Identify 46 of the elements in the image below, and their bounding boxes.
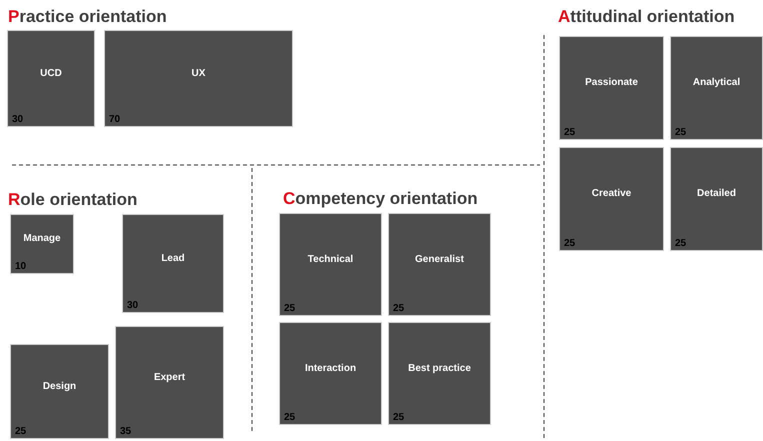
- tile-value: 25: [284, 303, 296, 314]
- section-heading: Role orientation: [8, 190, 138, 210]
- tile-label: Detailed: [697, 188, 736, 199]
- tile-value: 25: [675, 238, 686, 249]
- section-heading: Practice orientation: [8, 7, 167, 27]
- tile-label: Analytical: [692, 77, 740, 88]
- category-tile: [559, 147, 664, 251]
- tile-label: UCD: [40, 68, 62, 78]
- section-heading: Attitudinal orientation: [558, 7, 735, 27]
- tile-label: Technical: [308, 254, 354, 264]
- category-tile: [559, 36, 664, 140]
- tile-value: 25: [675, 127, 686, 138]
- tile-value: 25: [393, 303, 404, 314]
- section-heading: Competency orientation: [283, 189, 478, 209]
- category-tile: [115, 326, 224, 439]
- tile-value: 25: [15, 426, 26, 437]
- category-tile: [670, 147, 763, 251]
- tile-label: Creative: [592, 188, 632, 199]
- tile-label: Passionate: [585, 77, 638, 88]
- category-tile: [279, 213, 382, 316]
- category-tile: [388, 322, 491, 425]
- category-tile: [104, 30, 293, 127]
- tile-value: 25: [393, 412, 404, 423]
- category-tile: [7, 30, 95, 127]
- tile-label: Lead: [161, 252, 185, 264]
- tile-label: Interaction: [304, 362, 356, 374]
- tile-value: 25: [284, 412, 296, 423]
- category-tile: [10, 214, 74, 274]
- tile-value: 25: [564, 127, 576, 138]
- tile-value: 30: [12, 114, 24, 125]
- tile-label: Best practice: [408, 362, 471, 374]
- category-tile: [10, 344, 109, 439]
- tile-value: 10: [15, 261, 26, 272]
- tile-label: Expert: [154, 372, 186, 382]
- category-tile: [279, 322, 382, 425]
- tile-value: 30: [127, 300, 138, 311]
- category-tile: [122, 214, 224, 313]
- category-tile: [388, 213, 491, 316]
- category-tile: [670, 36, 763, 140]
- tile-label: UX: [192, 68, 206, 78]
- tile-label: Design: [42, 380, 76, 392]
- tile-value: 35: [120, 426, 132, 437]
- tile-value: 25: [564, 238, 576, 249]
- tile-label: Generalist: [415, 254, 464, 264]
- tile-label: Manage: [23, 233, 61, 244]
- tile-value: 70: [109, 114, 120, 125]
